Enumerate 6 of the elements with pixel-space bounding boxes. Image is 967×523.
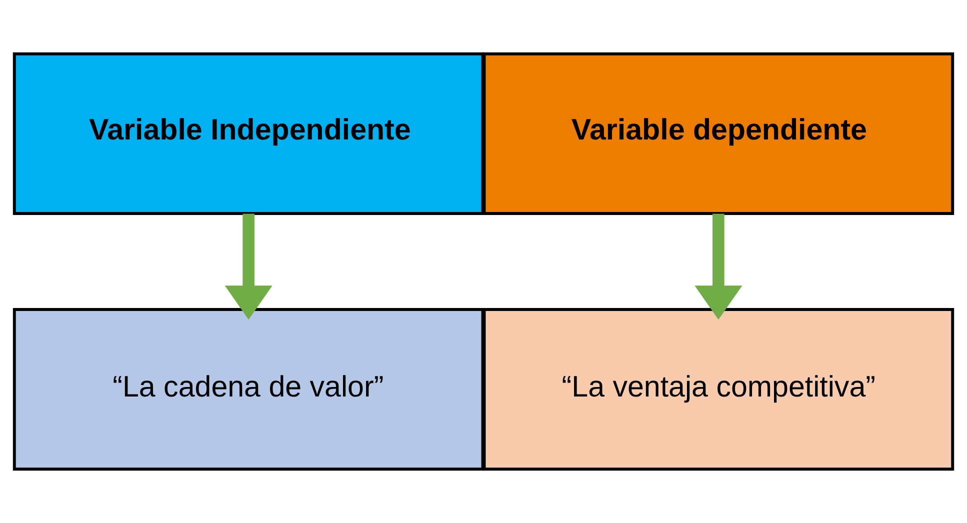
node-box: “La cadena de valor” <box>12 308 484 471</box>
arrow <box>224 214 272 320</box>
node-box: Variable Independiente <box>12 52 484 215</box>
node-box: “La ventaja competitiva” <box>482 308 954 471</box>
arrow <box>694 214 742 320</box>
node-box: Variable dependiente <box>482 52 954 215</box>
